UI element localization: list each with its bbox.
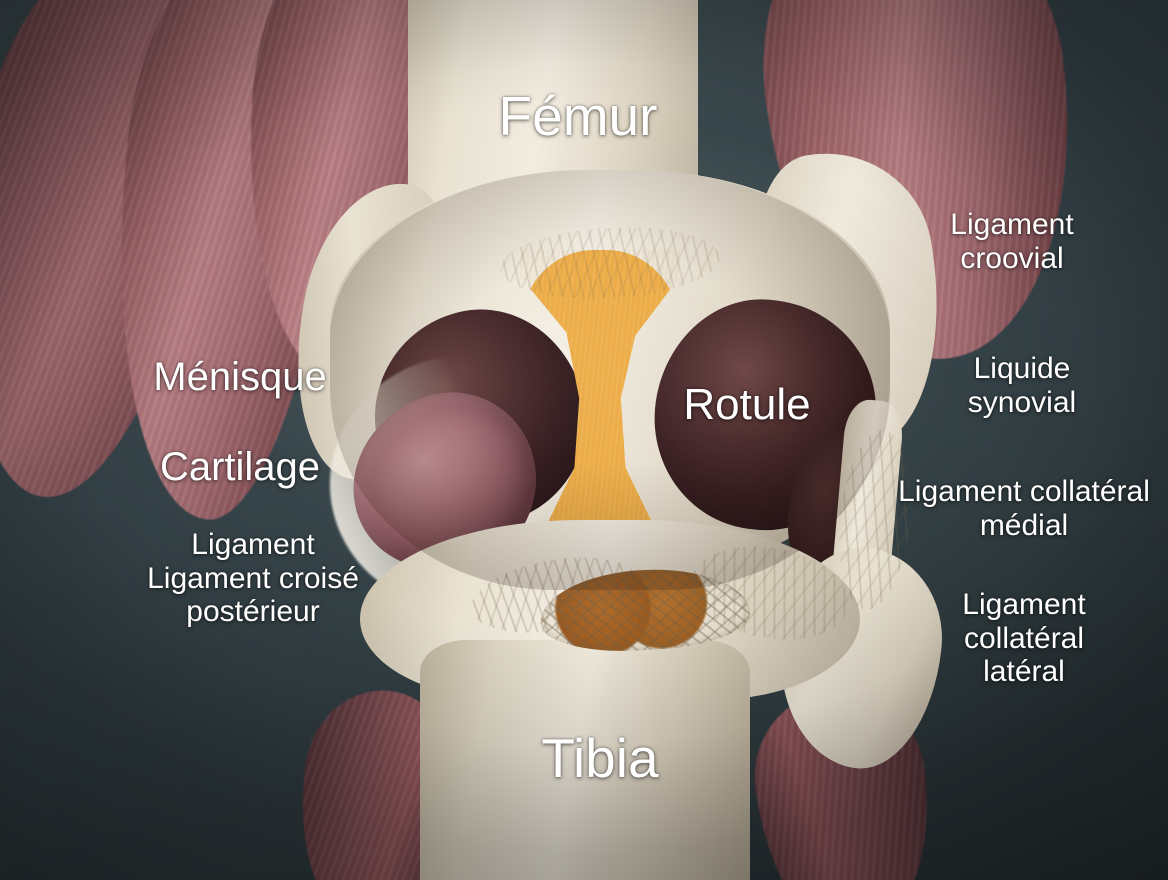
tibia-shaft [420, 640, 750, 880]
label-rotule: Rotule [683, 380, 811, 429]
label-tibia: Tibia [541, 727, 659, 789]
label-ligament-croise-posterieur: Ligament Ligament croisé postérieur [147, 528, 359, 629]
label-ligament-croovial: Ligament croovial [950, 208, 1074, 275]
label-cartilage: Cartilage [159, 445, 321, 489]
label-femur: Fémur [498, 85, 658, 147]
label-menisque: Ménisque [153, 355, 327, 399]
label-liquide-synovial: Liquide synovial [967, 352, 1077, 419]
label-ligament-collateral-lateral: Ligament collatéral latéral [962, 588, 1086, 689]
label-ligament-collateral-medial: Ligament collatéral médial [898, 475, 1150, 542]
